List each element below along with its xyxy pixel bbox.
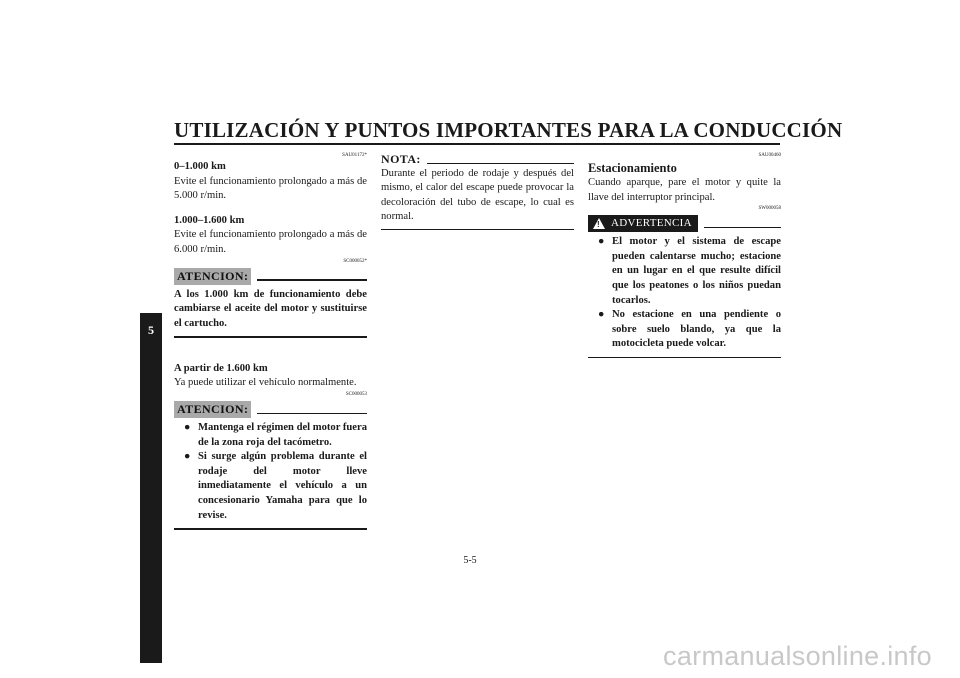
warning-triangle-icon: ! [593,218,605,230]
caution-list: ●Mantenga el régimen del motor fuera de … [174,421,367,523]
column-note: NOTA: Durante el periodo de rodaje y des… [381,152,574,230]
caution-text: A los 1.000 km de funcionamiento debe ca… [174,288,367,329]
caution-bottom-rule [174,528,367,530]
column-parking: SAU00460 Estacionamiento Cuando aparque,… [588,152,782,359]
warning-rule [703,226,781,229]
section-text: Cuando aparque, pare el motor y quite la… [588,177,781,203]
caution-bottom-rule [174,336,367,338]
bullet-icon: ● [598,309,605,321]
bullet-icon: ● [184,422,191,434]
note-rule [426,162,574,164]
note-text: Durante el periodo de rodaje y después d… [381,167,574,223]
note-header: NOTA: [381,152,574,167]
caution-rule [257,279,367,281]
warning-bottom-rule [588,356,781,359]
caution-header: ATENCION: [174,267,367,285]
warning-list: ●El motor y el sistema de escape pueden … [588,235,781,352]
page-number: 5-5 [463,555,477,566]
chapter-tab [140,313,162,663]
reference-code: SC000052* [343,258,367,264]
caution-rule [257,412,367,415]
caution-header: ATENCION: [174,401,367,419]
caution-label: ATENCION: [174,267,252,285]
caution-label: ATENCION: [174,401,252,419]
bullet-icon: ● [184,451,191,463]
bullet-icon: ● [598,236,605,248]
reference-code: SAU00460 [758,153,781,158]
page-title: UTILIZACIÓN Y PUNTOS IMPORTANTES PARA LA… [174,118,843,142]
range-heading: 1.000–1.600 km [174,214,245,226]
warning-badge: ! ADVERTENCIA [588,215,698,233]
note-bottom-rule [381,228,574,230]
range-text: Evite el funcionamiento prolongado a más… [174,175,367,202]
range-heading: A partir de 1.600 km [174,362,268,374]
range-text: Evite el funcionamiento prolongado a más… [174,229,367,255]
list-item: ●Mantenga el régimen del motor fuera de … [184,422,367,448]
list-item: ●No estacione en una pendiente o sobre s… [598,309,781,350]
warning-label: ADVERTENCIA [611,217,692,230]
range-heading: 0–1.000 km [174,161,226,172]
reference-code: SC000053 [345,392,367,398]
range-text: Ya puede utilizar el vehículo normalment… [174,377,357,389]
list-item: ●Si surge algún problema durante el roda… [184,451,367,521]
chapter-number: 5 [148,323,154,337]
column-break-in: SAU01172* 0–1.000 km Evite el funcionami… [174,152,367,530]
list-item: ●El motor y el sistema de escape pueden … [598,236,781,306]
section-title: Estacionamiento [588,161,677,175]
warning-header: ! ADVERTENCIA [588,215,781,233]
watermark: carmanualsonline.info [663,641,932,671]
reference-code: SW000058 [758,206,782,212]
reference-code: SAU01172* [342,153,367,158]
title-rule [174,143,780,145]
note-label: NOTA: [381,152,421,166]
